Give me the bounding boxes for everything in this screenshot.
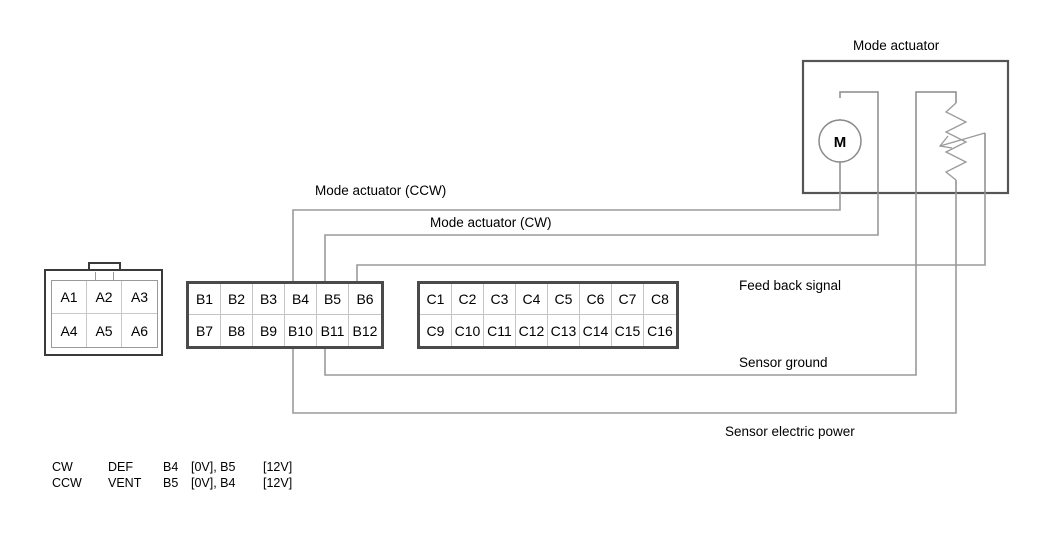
terminal-cell: C12 bbox=[516, 315, 548, 346]
terminal-cell: C7 bbox=[612, 284, 644, 315]
terminal-cell: B12 bbox=[349, 315, 381, 346]
wire-feed-back-signal bbox=[356, 193, 986, 281]
terminal-cell: B6 bbox=[349, 284, 381, 315]
terminal-cell: B7 bbox=[189, 315, 221, 346]
terminal-cell: A2 bbox=[87, 281, 122, 314]
terminal-cell: B11 bbox=[317, 315, 349, 346]
wire-sensor-electric-power bbox=[292, 193, 957, 414]
legend-direction: CW bbox=[52, 460, 73, 474]
connector-b-terminal-grid: B1 B2 B3 B4 B5 B6 B7 B8 B9 B10 B11 B12 bbox=[186, 281, 384, 349]
terminal-cell: B4 bbox=[285, 284, 317, 315]
terminal-cell: B10 bbox=[285, 315, 317, 346]
terminal-cell: C13 bbox=[548, 315, 580, 346]
legend-mode: DEF bbox=[108, 460, 133, 474]
label-feed-back-signal: Feed back signal bbox=[739, 278, 842, 293]
legend-row: CW DEF B4 [0V], B5 [12V] bbox=[52, 459, 313, 475]
wire-mode-actuator-cw bbox=[324, 193, 879, 281]
motor-symbol-circle bbox=[818, 119, 862, 163]
label-mode-actuator-cw: Mode actuator (CW) bbox=[430, 215, 552, 230]
terminal-cell: B8 bbox=[221, 315, 253, 346]
terminal-cell: C10 bbox=[452, 315, 484, 346]
terminal-cell: C11 bbox=[484, 315, 516, 346]
potentiometer-upper-lead bbox=[915, 91, 957, 193]
legend-voltage-low: [0V], B5 bbox=[191, 460, 236, 474]
legend-row: CCW VENT B5 [0V], B4 [12V] bbox=[52, 475, 313, 491]
legend-pin: B5 bbox=[163, 476, 179, 490]
label-mode-actuator-ccw: Mode actuator (CCW) bbox=[315, 183, 447, 198]
mode-actuator-title: Mode actuator bbox=[853, 38, 940, 53]
motor-right-lead bbox=[839, 91, 879, 193]
potentiometer-wiper-arrowhead bbox=[938, 135, 953, 149]
terminal-cell: B9 bbox=[253, 315, 285, 346]
terminal-cell: C9 bbox=[420, 315, 452, 346]
legend-direction: CCW bbox=[52, 476, 82, 490]
terminal-cell: C8 bbox=[644, 284, 676, 315]
terminal-cell: C2 bbox=[452, 284, 484, 315]
terminal-cell: B5 bbox=[317, 284, 349, 315]
terminal-cell: A5 bbox=[87, 314, 122, 347]
legend-voltage-high: [12V] bbox=[263, 460, 293, 474]
potentiometer-wiper-arm bbox=[939, 132, 986, 147]
motor-symbol-label: M bbox=[834, 134, 847, 151]
terminal-cell: A4 bbox=[52, 314, 87, 347]
legend-voltage-low: [0V], B4 bbox=[191, 476, 236, 490]
legend-pin: B4 bbox=[163, 460, 179, 474]
connector-a-latch bbox=[88, 262, 121, 271]
connector-c-terminal-grid: C1 C2 C3 C4 C5 C6 C7 C8 C9 C10 C11 C12 C… bbox=[417, 281, 679, 349]
terminal-cell: C4 bbox=[516, 284, 548, 315]
terminal-cell: A6 bbox=[130, 322, 149, 339]
wire-sensor-ground bbox=[324, 193, 917, 376]
terminal-cell: C15 bbox=[612, 315, 644, 346]
terminal-cell: C6 bbox=[580, 284, 612, 315]
terminal-cell: C14 bbox=[580, 315, 612, 346]
terminal-cell: C5 bbox=[548, 284, 580, 315]
terminal-cell: C16 bbox=[644, 315, 676, 346]
potentiometer-resistor-zigzag bbox=[944, 102, 968, 181]
legend-table: CW DEF B4 [0V], B5 [12V] CCW VENT B5 [0V… bbox=[52, 459, 313, 491]
label-sensor-ground: Sensor ground bbox=[739, 355, 828, 370]
label-sensor-electric-power: Sensor electric power bbox=[725, 424, 855, 439]
legend-mode: VENT bbox=[108, 476, 142, 490]
terminal-cell: A3 bbox=[122, 281, 157, 314]
terminal-cell: B2 bbox=[221, 284, 253, 315]
terminal-cell: C1 bbox=[420, 284, 452, 315]
wire-mode-actuator-ccw bbox=[292, 193, 841, 281]
legend-voltage-high: [12V] bbox=[263, 476, 293, 490]
connector-a-terminal-grid: A1 A2 A3 A4 A5 A6 bbox=[51, 280, 158, 348]
terminal-cell: B1 bbox=[189, 284, 221, 315]
terminal-cell: A1 bbox=[52, 281, 87, 314]
terminal-cell: C3 bbox=[484, 284, 516, 315]
terminal-cell: B3 bbox=[253, 284, 285, 315]
